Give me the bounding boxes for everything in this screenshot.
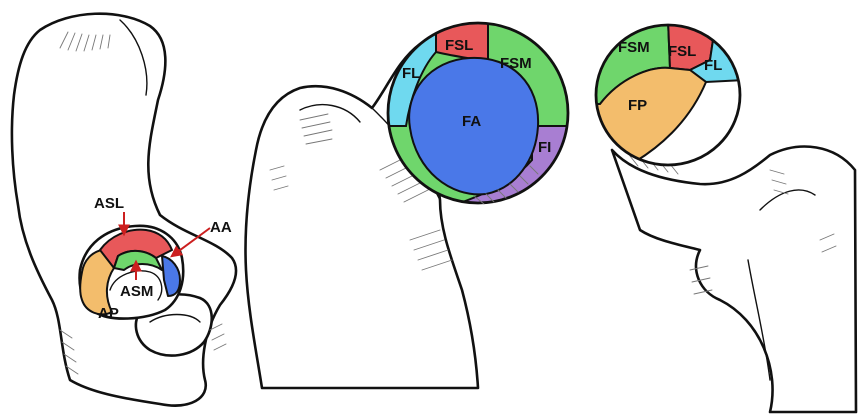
label-fi: FI [538, 139, 551, 156]
label-fa: FA [462, 113, 481, 130]
pelvis-panel: ASL AA ASM AP [12, 14, 236, 406]
femur-front-panel: FSL FSM FL FA FI [245, 20, 576, 388]
femur-lateral-outline [612, 147, 856, 412]
label-aa: AA [210, 219, 232, 236]
label-asl: ASL [94, 195, 124, 212]
label-ap: AP [98, 305, 119, 322]
label-fsl: FSL [445, 37, 473, 54]
hip-bone-outline [12, 14, 236, 406]
label-asm: ASM [120, 283, 153, 300]
label-fsm-lateral: FSM [618, 39, 650, 56]
femur-lateral-panel: FSM FSL FL FP [596, 20, 856, 412]
label-fsl-lateral: FSL [668, 43, 696, 60]
label-fsm: FSM [500, 55, 532, 72]
label-fp: FP [628, 97, 647, 114]
label-fl: FL [402, 65, 420, 82]
label-fl-lateral: FL [704, 57, 722, 74]
